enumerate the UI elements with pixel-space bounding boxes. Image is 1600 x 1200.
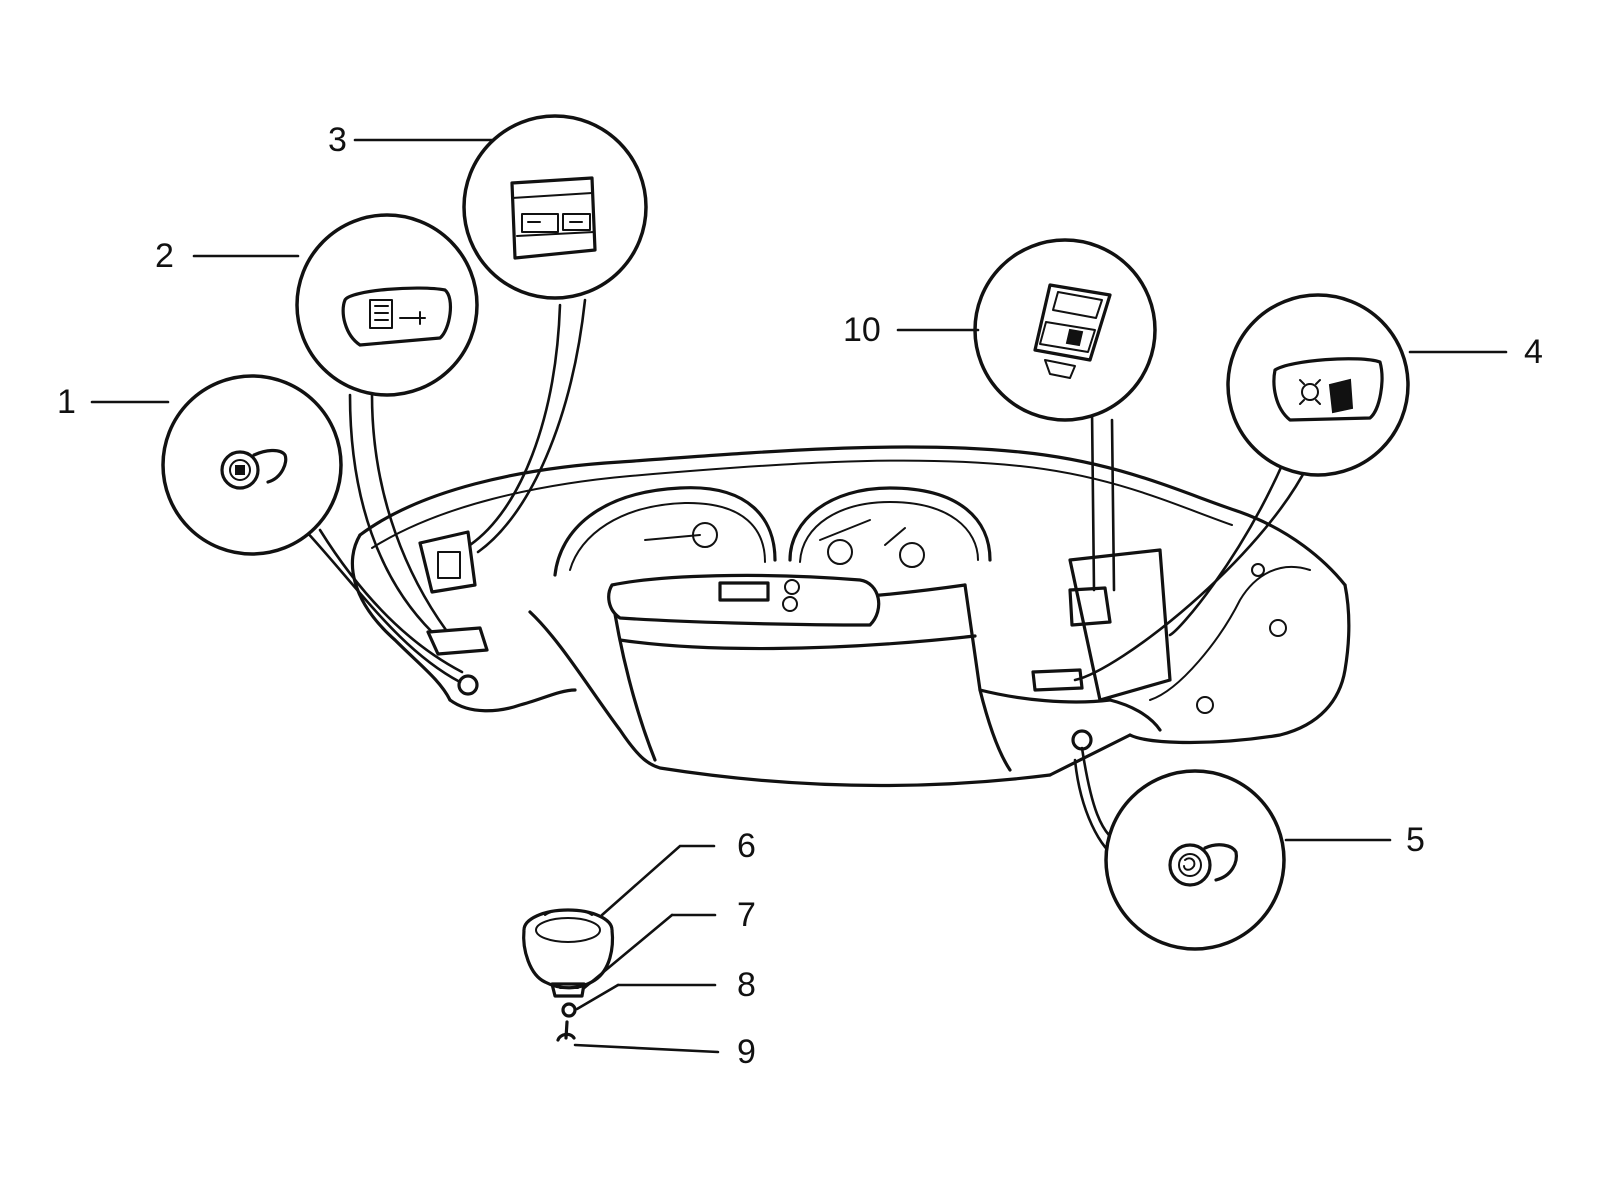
- callout-number-5: 5: [1406, 821, 1425, 859]
- callout-5: 5: [1104, 769, 1425, 951]
- washer-icon: [561, 1002, 577, 1018]
- leader-lines: [303, 298, 1310, 862]
- callout-number-7: 7: [737, 896, 756, 934]
- starter-switch-icon: [1272, 357, 1384, 422]
- light-switch-icon: [510, 176, 597, 260]
- callout-number-4: 4: [1524, 333, 1543, 371]
- screw-icon: [556, 1020, 576, 1042]
- lcd-display: [718, 581, 770, 602]
- callout-1: 1: [57, 374, 343, 556]
- round-switch-right-icon: [1168, 843, 1238, 887]
- callout-number-8: 8: [737, 966, 756, 1004]
- display-button-top: [784, 579, 800, 595]
- knob-base-icon: [550, 982, 586, 998]
- callout-number-2: 2: [155, 237, 174, 275]
- display-button-bottom: [782, 596, 798, 612]
- horn-switch-icon: [341, 286, 453, 347]
- round-switch-left-icon: [220, 448, 288, 490]
- knob-assembly: 6 7 8 9: [522, 827, 756, 1071]
- callout-2: 2: [155, 213, 479, 397]
- callout-number-6: 6: [737, 827, 756, 865]
- callout-number-9: 9: [737, 1033, 756, 1071]
- callout-3: 3: [328, 114, 648, 300]
- callout-4: 4: [1226, 293, 1543, 477]
- callout-number-1: 1: [57, 383, 76, 421]
- switch-slots: [418, 530, 1112, 751]
- temperature-gauge-icon: [899, 542, 925, 568]
- callout-number-3: 3: [328, 121, 347, 159]
- fuel-gauge-icon: [827, 539, 853, 565]
- instrument-cluster: [553, 486, 992, 627]
- callout-number-10: 10: [843, 311, 881, 349]
- knob-cap-icon: [522, 908, 615, 990]
- hazard-switch-icon: [1033, 283, 1112, 379]
- callout-10: 10: [843, 238, 1157, 422]
